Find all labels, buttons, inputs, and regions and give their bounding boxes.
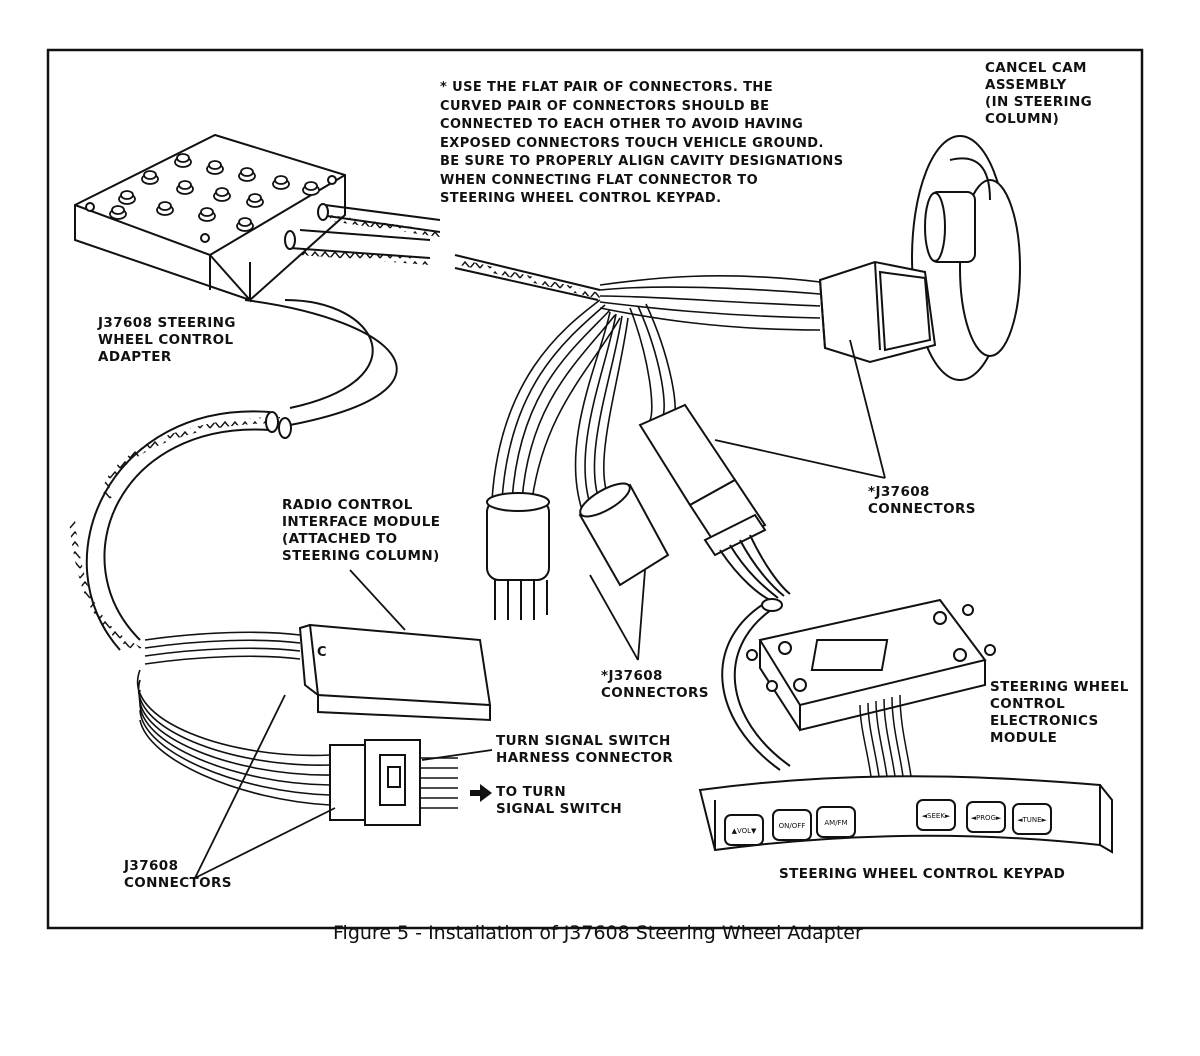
- adapter-pin-top: [176, 153, 190, 163]
- label-line: RADIO CONTROL: [282, 497, 413, 513]
- note-line: EXPOSED CONNECTORS TOUCH VEHICLE GROUND.: [440, 135, 824, 151]
- connectors-middle-label: *J37608 CONNECTORS: [601, 668, 709, 702]
- adapter-pin-top: [178, 180, 192, 190]
- label-line: TURN SIGNAL SWITCH: [496, 733, 671, 749]
- adapter-label: J37608 STEERING WHEEL CONTROL ADAPTER: [98, 315, 236, 366]
- label-line: (ATTACHED TO: [282, 531, 398, 547]
- label-line: STEERING COLUMN): [282, 548, 440, 564]
- adapter-pin-top: [238, 217, 252, 227]
- cancel-cam-assembly: [911, 135, 1021, 381]
- radio-module-label: RADIO CONTROL INTERFACE MODULE (ATTACHED…: [282, 497, 440, 565]
- figure-frame: [46, 48, 1144, 930]
- note-line: STEERING WHEEL CONTROL KEYPAD.: [440, 191, 722, 206]
- label-line: ADAPTER: [98, 349, 172, 365]
- installation-note: * USE THE FLAT PAIR OF CONNECTORS. THE C…: [440, 79, 843, 209]
- label-line: CANCEL CAM: [985, 60, 1087, 76]
- electronics-module-label: STEERING WHEEL CONTROL ELECTRONICS MODUL…: [990, 679, 1129, 747]
- note-line: CURVED PAIR OF CONNECTORS SHOULD BE: [440, 98, 770, 114]
- adapter-pins: [109, 153, 320, 232]
- adapter-pin-top: [111, 205, 125, 215]
- label-line: CONNECTORS: [601, 685, 709, 701]
- note-line: WHEN CONNECTING FLAT CONNECTOR TO: [440, 172, 759, 188]
- label-line: MODULE: [990, 730, 1058, 746]
- cam-connector: [818, 260, 937, 364]
- keypad-key-label: ◄TUNE►: [1017, 816, 1047, 824]
- keypad-key: [966, 801, 1006, 833]
- round-connector-middle: [578, 482, 670, 587]
- label-line: WHEEL CONTROL: [98, 332, 234, 348]
- label-line: J37608: [124, 858, 179, 874]
- adapter-pin-top: [240, 167, 254, 177]
- adapter-pin-top: [120, 190, 134, 200]
- label-line: J37608 STEERING: [98, 315, 236, 331]
- label-line: INTERFACE MODULE: [282, 514, 441, 530]
- electronics-module: [746, 598, 996, 732]
- harness-exit-wires: [420, 757, 458, 809]
- label-line: HARNESS CONNECTOR: [496, 750, 674, 766]
- keypad-key-label: ◄SEEK►: [922, 812, 951, 820]
- note-line: BE SURE TO PROPERLY ALIGN CAVITY DESIGNA…: [440, 154, 844, 169]
- adapter-pin-top: [200, 207, 214, 217]
- leader-lines: [194, 339, 886, 879]
- adapter-pin-top: [304, 181, 318, 191]
- keypad-key-label: ON/OFF: [779, 822, 806, 830]
- keypad-cable: [721, 598, 791, 771]
- label-line: ASSEMBLY: [985, 77, 1067, 93]
- label-line: CONTROL: [990, 696, 1066, 712]
- adapter-pin-top: [248, 193, 262, 203]
- adapter-pin-top: [274, 175, 288, 185]
- arrow-icon: [470, 784, 492, 802]
- label-line: *J37608: [868, 484, 930, 500]
- keypad-keys: ▲VOL▼ ON/OFF AM/FM ◄SEEK► ◄PROG► ◄TUNE►: [724, 799, 1052, 846]
- label-line: (IN STEERING: [985, 94, 1093, 110]
- adapter-pin-top: [158, 201, 172, 211]
- turn-signal-harness-label: TURN SIGNAL SWITCH HARNESS CONNECTOR: [496, 733, 673, 767]
- label-line: CONNECTORS: [868, 501, 976, 517]
- round-connector-left: [486, 492, 550, 620]
- label-line: TO TURN: [496, 784, 567, 800]
- adapter-cable-loop: [69, 299, 398, 653]
- keypad-key-label: ▲VOL▼: [732, 827, 757, 835]
- harness-wires-top: [599, 275, 821, 331]
- adapter-pin-top: [215, 187, 229, 197]
- connectors-right-label: *J37608 CONNECTORS: [868, 484, 976, 518]
- turn-signal-harness-connector: [329, 739, 421, 826]
- label-line: *J37608: [601, 668, 663, 684]
- adapter-cable-upper: [284, 203, 601, 301]
- cancel-cam-label: CANCEL CAM ASSEMBLY (IN STEERING COLUMN): [985, 60, 1092, 128]
- label-line: STEERING WHEEL: [990, 679, 1129, 695]
- connectors-left-label: J37608 CONNECTORS: [124, 858, 232, 892]
- label-line: COLUMN): [985, 111, 1060, 127]
- note-line: * USE THE FLAT PAIR OF CONNECTORS. THE: [440, 80, 773, 95]
- keypad-key: [816, 806, 856, 838]
- figure-caption: Figure 5 - Installation of J37608 Steeri…: [333, 922, 863, 944]
- harness-wires-drop: [491, 299, 676, 511]
- label-line: CONNECTORS: [124, 875, 232, 891]
- keypad-key-label: ◄PROG►: [971, 814, 1002, 822]
- radio-control-interface-module: [298, 623, 492, 722]
- keypad-key: [772, 809, 812, 841]
- flat-connector: [638, 403, 791, 601]
- note-line: CONNECTED TO EACH OTHER TO AVOID HAVING: [440, 117, 804, 132]
- radio-module-wires: [136, 631, 331, 806]
- adapter-pin-top: [143, 170, 157, 180]
- keypad-key: [916, 799, 956, 831]
- to-turn-signal-label: TO TURN SIGNAL SWITCH: [496, 784, 622, 818]
- keypad-label: STEERING WHEEL CONTROL KEYPAD: [779, 866, 1066, 882]
- keypad-key: [724, 814, 764, 846]
- radio-module-mark: C: [317, 645, 327, 660]
- adapter-pin-top: [208, 160, 222, 170]
- label-line: ELECTRONICS: [990, 713, 1099, 729]
- keypad-key: [1012, 803, 1052, 835]
- label-line: SIGNAL SWITCH: [496, 801, 623, 817]
- keypad-key-label: AM/FM: [824, 819, 847, 827]
